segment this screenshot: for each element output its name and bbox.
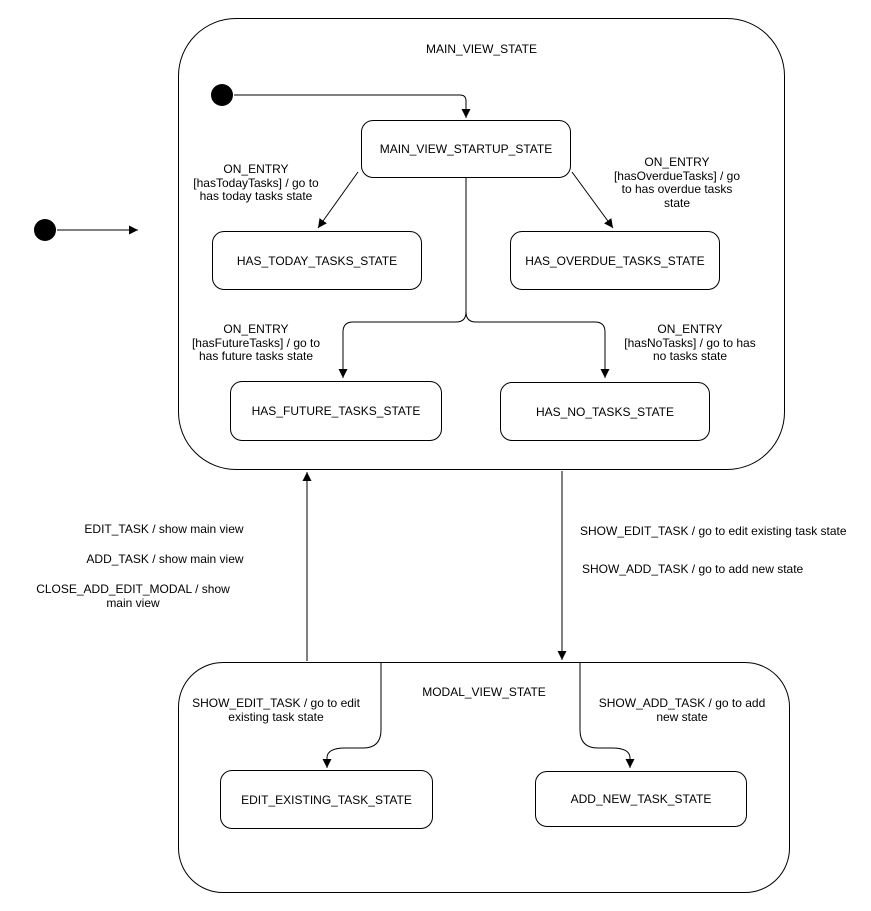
modal-view-state-title: MODAL_VIEW_STATE — [422, 685, 546, 699]
label-line: ON_ENTRY — [223, 322, 289, 336]
edge-initial-to-startup — [234, 94, 471, 118]
label-on-entry-has-overdue: ON_ENTRY [hasOverdueTasks] / go to has o… — [597, 155, 757, 210]
label-show-edit-task-go-to-edit: SHOW_EDIT_TASK / go to edit existing tas… — [580, 524, 847, 538]
state-label: MAIN_VIEW_STARTUP_STATE — [379, 142, 553, 156]
label-line: has future tasks state — [198, 349, 314, 363]
label-line: [hasNoTasks] / go to has — [624, 335, 756, 350]
state-add-new-task: ADD_NEW_TASK_STATE — [535, 771, 747, 827]
label-line: ON_ENTRY — [657, 322, 723, 336]
edge-startup-to-has-future — [338, 311, 467, 378]
state-label: EDIT_EXISTING_TASK_STATE — [241, 792, 412, 807]
state-label: HAS_FUTURE_TASKS_STATE — [251, 404, 421, 418]
state-label: HAS_TODAY_TASKS_STATE — [236, 253, 398, 268]
label-add-task-show-main-view: ADD_TASK / show main view — [86, 552, 244, 566]
edge-startup-to-has-today — [317, 171, 359, 229]
state-has-today-tasks: HAS_TODAY_TASKS_STATE — [212, 231, 422, 290]
state-edit-existing-task: EDIT_EXISTING_TASK_STATE — [220, 770, 433, 829]
label-on-entry-has-no: ON_ENTRY [hasNoTasks] / go to has no tas… — [610, 322, 770, 364]
label-line: ON_ENTRY — [644, 155, 710, 169]
label-line: [hasOverdueTasks] / go — [613, 168, 741, 183]
state-label: HAS_NO_TASKS_STATE — [535, 404, 675, 419]
label-on-entry-has-today: ON_ENTRY [hasTodayTasks] / go to has tod… — [176, 162, 336, 204]
label-line: existing task state — [228, 710, 324, 724]
label-on-entry-has-future: ON_ENTRY [hasFutureTasks] / go to has fu… — [176, 322, 336, 364]
label-edit-task-show-main-view: EDIT_TASK / show main view — [84, 522, 244, 536]
state-has-future-tasks: HAS_FUTURE_TASKS_STATE — [230, 381, 442, 441]
edge-modal-to-edit-existing — [322, 662, 382, 768]
label-line: [hasTodayTasks] / go to — [193, 175, 319, 190]
label-line: [hasFutureTasks] / go to — [191, 335, 321, 350]
state-main-view-startup: MAIN_VIEW_STARTUP_STATE — [361, 120, 571, 178]
label-line: new state — [656, 710, 708, 724]
main-view-state-container — [178, 18, 785, 470]
state-label: ADD_NEW_TASK_STATE — [570, 792, 712, 806]
label-close-add-edit-modal-show-main-view: CLOSE_ADD_EDIT_MODAL / show main view — [36, 582, 230, 610]
label-show-edit-task-inner: SHOW_EDIT_TASK / go to edit existing tas… — [176, 696, 376, 724]
label-line: has today tasks state — [199, 189, 313, 203]
label-line: to has overdue tasks — [621, 182, 733, 196]
label-show-add-task-go-to-add: SHOW_ADD_TASK / go to add new state — [582, 562, 804, 576]
state-has-no-tasks: HAS_NO_TASKS_STATE — [500, 382, 710, 441]
inner-initial-state-dot — [211, 84, 233, 106]
edge-startup-to-has-no — [465, 311, 610, 378]
label-line: no tasks state — [652, 349, 728, 363]
label-line: SHOW_ADD_TASK / go to add — [598, 696, 766, 710]
label-show-add-task-inner: SHOW_ADD_TASK / go to add new state — [582, 696, 782, 724]
label-line: SHOW_EDIT_TASK / go to edit — [192, 696, 360, 710]
outer-initial-state-dot — [34, 219, 56, 241]
state-label: HAS_OVERDUE_TASKS_STATE — [525, 253, 705, 268]
label-line: ON_ENTRY — [223, 162, 289, 176]
edge-modal-to-add-new — [579, 662, 635, 768]
modal-view-state-container — [178, 662, 790, 893]
main-view-state-title: MAIN_VIEW_STATE — [426, 42, 537, 56]
edge-startup-to-has-overdue — [571, 171, 614, 229]
label-line: state — [663, 195, 690, 210]
state-has-overdue-tasks: HAS_OVERDUE_TASKS_STATE — [510, 231, 720, 290]
